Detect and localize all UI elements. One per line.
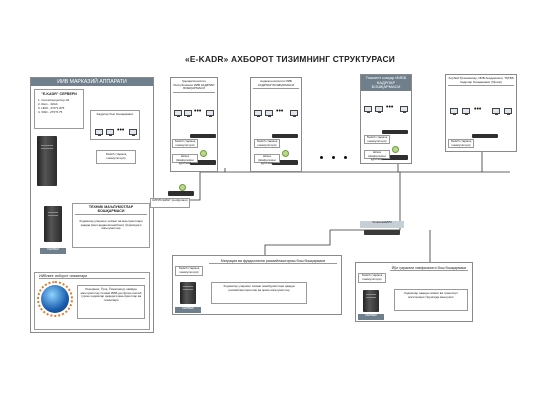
region-title: Тошкент шаҳар ИИББ КАДРЛАР БОШҚАРМАСИ <box>361 75 411 91</box>
computer-icon <box>106 129 114 136</box>
migration-text: Ходимлар уларнинг хизмат мажбуриятлари ҳ… <box>211 282 307 304</box>
ekadr-spec-2: 2. Ram - 32Gb <box>38 102 58 106</box>
region-switch-label: Switch (тармоқ коммутатори) <box>254 139 280 148</box>
tech-department-box: ТЕХНИК МАЪЛУМОТЛАР БОШҚАРМАСИ Ходимлар у… <box>72 203 150 248</box>
tech-department-text: Ходимлар уларнинг хизмат ва маълумотлари… <box>79 219 143 231</box>
ekadr-spec-3: 3. HDD - 2Tb*1.875 <box>38 106 65 110</box>
computer-icon <box>450 108 458 115</box>
ekadr-server-icon <box>37 136 57 186</box>
computer-icon <box>364 106 372 113</box>
ellipsis-icon: ••• <box>386 104 394 111</box>
migration-server-label: СЕРВЕР <box>175 306 201 313</box>
tech-server-label: СЕРВЕР <box>40 247 66 254</box>
computer-icon <box>95 129 103 136</box>
migration-box: Миграция ва фуқароликни расмийлаштириш б… <box>172 255 342 315</box>
region-switch-label: Switch (тармоқ коммутатори) <box>364 135 390 144</box>
region-switch-label: Switch (тармоқ коммутатори) <box>172 139 198 148</box>
vpn-label: УзталемаVPN <box>360 220 404 228</box>
region-title: Хорбий бўлинмалар, ИИВ Академияси, ТҚТББ… <box>448 76 514 87</box>
info-systems-text: Резервинг, Ўрта, Ўзматмагур хавфда маълу… <box>77 285 145 319</box>
ellipsis-dot <box>320 156 323 159</box>
ekadr-server-title: "E-KADR" СЕРВЕРИ <box>41 92 77 96</box>
tech-server-icon <box>44 206 62 242</box>
ellipsis-icon: ••• <box>276 108 284 115</box>
computer-icon <box>290 110 298 117</box>
computer-icon <box>400 106 408 113</box>
region-firewall-label: Шлюз (Шифрловчи қурилма) <box>172 154 198 165</box>
firewall-device-icon <box>190 160 216 165</box>
ellipsis-dot <box>344 156 347 159</box>
region-box-tashkent: Тошкент шаҳар ИИББ КАДРЛАР БОШҚАРМАСИ <box>360 74 412 164</box>
computer-icon <box>265 110 273 117</box>
traffic-server-label: СЕРВЕР <box>358 313 384 320</box>
info-systems-title: ИИВнинг ахборот тизимлари <box>39 274 145 280</box>
tech-department-title: ТЕХНИК МАЪЛУМОТЛАР БОШҚАРМАСИ <box>75 205 147 215</box>
computer-icon <box>254 110 262 117</box>
central-firewall-icon <box>179 184 186 191</box>
central-firewall-label: КИПЛОНИНГ (шифрлаш) <box>150 198 190 208</box>
ivm-central-title: ИИВ МАРКАЗИЙ АППАРАТИ <box>31 78 153 86</box>
traffic-text: Ходимлар ҳақида хизмат ва транспорт воси… <box>394 289 468 311</box>
computer-icon <box>184 110 192 117</box>
region-title: Қорақалпоғистон Республикаси ИИВ КАДРЛАР… <box>173 79 215 93</box>
ellipsis-icon: ••• <box>474 106 482 113</box>
region-switch-label: Switch (тармоқ коммутатори) <box>448 139 474 148</box>
traffic-title: Йўл ҳаракати хавфсизлиги бош бошқармаси <box>390 266 468 272</box>
computer-icon <box>375 106 383 113</box>
computer-icon <box>206 110 214 117</box>
firewall-icon <box>282 150 289 157</box>
hr-department-label: Кадрлар бош бошқармаси <box>96 112 134 116</box>
traffic-switch-label: Switch (тармоқ коммутатори) <box>358 273 386 283</box>
vpn-device-icon <box>364 230 400 235</box>
firewall-device-icon <box>382 155 408 160</box>
switch-icon <box>272 134 298 138</box>
migration-title: Миграция ва фуқароликни расмийлаштириш б… <box>209 259 337 265</box>
app-icons-ring <box>37 281 73 317</box>
ellipsis-icon: ••• <box>194 108 202 115</box>
firewall-device-icon <box>272 160 298 165</box>
ekadr-spec-1: 1. Cores/процессор-32 <box>38 98 70 102</box>
computer-icon <box>129 129 137 136</box>
ellipsis-dot <box>332 156 335 159</box>
ivm-switch-label: Switch (тармоқ коммутатори) <box>105 152 127 160</box>
computer-icon <box>492 108 500 115</box>
migration-switch-label: Switch (тармоқ коммутатори) <box>175 266 203 276</box>
switch-icon <box>472 134 498 138</box>
page-title: «E-KADR» АХБОРОТ ТИЗИМНИНГ СТРУКТУРАСИ <box>184 54 396 64</box>
info-systems-box: ИИВнинг ахборот тизимлари Резервинг, Ўрт… <box>34 272 150 330</box>
migration-server-icon <box>180 282 196 304</box>
region-firewall-label: Шлюз (Шифрловчи қурилма) <box>364 150 390 161</box>
hr-department-box: Кадрлар бош бошқармаси ••• <box>90 110 140 140</box>
switch-icon <box>190 134 216 138</box>
traffic-server-icon <box>363 290 379 312</box>
firewall-icon <box>392 146 399 153</box>
firewall-icon <box>200 150 207 157</box>
region-title: Андижон вилояти ИИБ КАДРЛАР БОШҚАРМАСИ <box>253 79 299 90</box>
ellipsis-icon: ••• <box>117 127 125 134</box>
computer-icon <box>504 108 512 115</box>
switch-icon <box>382 130 408 134</box>
region-firewall-label: Шлюз (Шифрловчи қурилма) <box>254 154 280 165</box>
central-firewall-device <box>168 191 194 196</box>
ekadr-spec-4: 4. SSD - 2Tb*0.75 <box>38 110 63 114</box>
ivm-switch-box: Switch (тармоқ коммутатори) <box>96 150 136 164</box>
computer-icon <box>174 110 182 117</box>
ekadr-server-box: "E-KADR" СЕРВЕРИ 1. Cores/процессор-32 2… <box>34 89 84 129</box>
computer-icon <box>462 108 470 115</box>
